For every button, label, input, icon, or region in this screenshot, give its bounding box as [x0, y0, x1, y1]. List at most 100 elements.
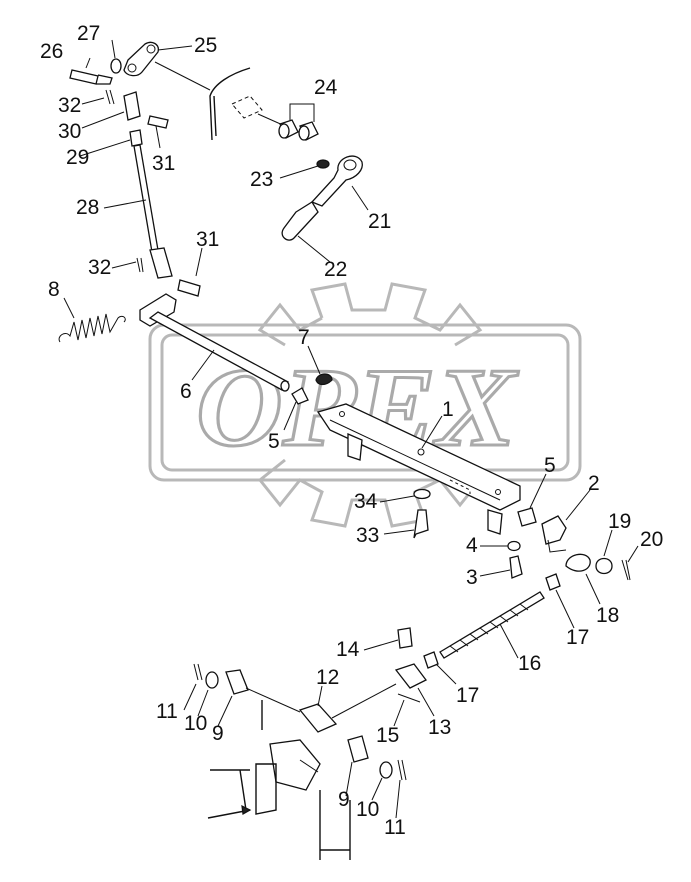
callout-17: 17 — [456, 684, 479, 707]
callout-30: 30 — [58, 120, 81, 143]
leader-lines — [63, 39, 639, 819]
washer-10b — [379, 761, 393, 779]
lever-21-boss — [343, 159, 357, 171]
callout-5: 5 — [544, 454, 556, 477]
yoke-2-arm — [547, 539, 567, 553]
plate-1-body — [316, 403, 521, 511]
plate-1-hole3 — [495, 489, 501, 495]
callout-28: 28 — [76, 196, 99, 219]
callout-27: 27 — [77, 22, 100, 45]
rod-end-18 — [565, 553, 591, 572]
clevis-9b — [347, 735, 369, 763]
callout-24: 24 — [314, 76, 338, 99]
pin-31a — [147, 115, 169, 129]
callout-14: 14 — [336, 638, 360, 661]
rod-16 — [439, 591, 545, 659]
callout-21: 21 — [368, 210, 391, 233]
callout-2: 2 — [588, 472, 600, 495]
plate-1-tab-right — [487, 509, 503, 535]
lever-25-hole2 — [127, 63, 137, 73]
lever-25 — [123, 41, 159, 77]
arrow-head — [241, 804, 252, 815]
callout-16: 16 — [518, 652, 541, 675]
watermark-frame-inner — [160, 333, 570, 472]
watermark-frame-outer — [148, 323, 582, 482]
bolt-3 — [509, 555, 523, 579]
washer-4 — [507, 540, 521, 552]
right-linkage — [507, 515, 631, 591]
callout-11: 11 — [384, 816, 406, 839]
callout-labels: 26 27 25 32 30 29 31 24 23 21 28 31 32 2… — [40, 22, 663, 839]
clevis-30 — [123, 91, 141, 121]
shaft-6-end — [280, 380, 290, 392]
bushing-5b — [517, 507, 537, 527]
callout-34: 34 — [354, 490, 378, 513]
callout-9: 9 — [338, 788, 350, 811]
lever-25-hole — [146, 44, 156, 54]
cotter-11b — [397, 759, 407, 781]
link-12 — [298, 703, 338, 733]
callout-25: 25 — [194, 34, 217, 57]
rod-16-assembly — [394, 591, 545, 703]
shaft-24 — [231, 95, 263, 119]
nut-17b — [423, 651, 439, 669]
cotter-11a — [193, 663, 203, 681]
callout-10: 10 — [184, 712, 207, 735]
nut-29 — [129, 129, 143, 147]
callout-8: 8 — [48, 278, 60, 301]
callout-32: 32 — [58, 94, 81, 117]
lower-assembly — [193, 663, 407, 860]
callout-7: 7 — [298, 326, 310, 349]
shaft-6-assembly — [58, 293, 333, 405]
callout-31: 31 — [196, 228, 219, 251]
washer-34 — [413, 488, 431, 500]
callout-32: 32 — [88, 256, 111, 279]
bushing-24b — [298, 121, 319, 141]
nut-17a — [545, 573, 561, 591]
callout-11: 11 — [156, 700, 178, 723]
pin-31b — [177, 279, 201, 297]
plate-1 — [316, 403, 537, 539]
callout-31: 31 — [152, 152, 175, 175]
callout-3: 3 — [466, 566, 478, 589]
callout-29: 29 — [66, 146, 89, 169]
clevis-28-lower — [149, 247, 173, 279]
callout-22: 22 — [324, 258, 347, 281]
callout-5: 5 — [268, 430, 280, 453]
upper-linkage — [69, 41, 363, 241]
yoke-2 — [541, 515, 567, 545]
callout-20: 20 — [640, 528, 663, 551]
callout-1: 1 — [442, 398, 454, 421]
plate-1-edge — [329, 419, 501, 501]
lower-bracket — [269, 739, 321, 791]
rod-16-thread — [449, 603, 529, 653]
bushing-5a — [291, 387, 309, 405]
bolt-26 — [69, 69, 113, 85]
callout-19: 19 — [608, 510, 631, 533]
callout-23: 23 — [250, 168, 273, 191]
housing-outline — [209, 67, 251, 141]
frame-outline — [210, 700, 351, 860]
callout-18: 18 — [596, 604, 619, 627]
cotter-32b — [136, 257, 144, 273]
callout-13: 13 — [428, 716, 451, 739]
callout-9: 9 — [212, 722, 224, 745]
lower-bracket-shaft — [299, 759, 319, 773]
callout-15: 15 — [376, 724, 399, 747]
callout-26: 26 — [40, 40, 63, 63]
callout-4: 4 — [466, 534, 478, 557]
plate-1-hole1 — [339, 411, 345, 417]
rod-28-assembly — [105, 89, 201, 297]
callout-10: 10 — [356, 798, 379, 821]
callout-17: 17 — [566, 626, 589, 649]
cotter-32a — [105, 89, 115, 105]
plate-1-tab-left — [347, 433, 363, 461]
callout-6: 6 — [180, 380, 192, 403]
nut-19 — [595, 557, 613, 575]
axis-line-12 — [245, 687, 301, 713]
clevis-9a — [225, 669, 249, 695]
bushing-24a — [278, 119, 299, 139]
plate-1-hidden — [449, 479, 471, 494]
spring-8 — [58, 313, 126, 343]
axis-line-13 — [331, 683, 397, 719]
